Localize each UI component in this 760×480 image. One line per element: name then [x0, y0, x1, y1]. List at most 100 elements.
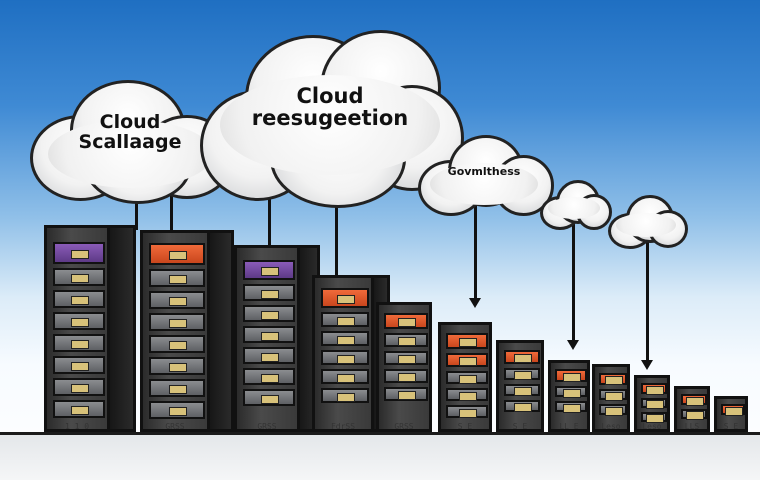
- filing-cabinet: 1 1 0: [44, 225, 110, 432]
- drawer-handle: [605, 391, 623, 401]
- cloud-small: Govmlthess: [418, 135, 554, 216]
- connector-line: [335, 195, 338, 275]
- drawer-handle: [71, 362, 89, 371]
- connector-line: [170, 190, 173, 230]
- drawer: [321, 288, 369, 308]
- drawer-handle: [686, 411, 704, 420]
- drawer-handle: [459, 408, 477, 418]
- drawer: [243, 368, 295, 385]
- drawer-handle: [261, 267, 279, 276]
- drawer-handle: [71, 274, 89, 283]
- drawer-handle: [725, 406, 743, 416]
- drawer-handle: [459, 338, 477, 347]
- cloud-resource: Cloud reesugeetion: [200, 30, 464, 208]
- filing-cabinet: LLS: [674, 386, 710, 432]
- cabinet-label: 1 1 0: [64, 422, 90, 431]
- drawer: [555, 401, 587, 413]
- drawer: [149, 269, 205, 287]
- filing-cabinet: Leso: [592, 364, 630, 432]
- drawer-handle: [261, 373, 279, 383]
- cabinet-label: LL E: [559, 422, 579, 431]
- connector-line: [646, 238, 649, 360]
- drawer: [321, 350, 369, 365]
- drawer-handle: [398, 337, 416, 346]
- drawer: [446, 333, 488, 349]
- drawer: [149, 357, 205, 375]
- drawer: [384, 351, 428, 365]
- drawer-handle: [169, 385, 187, 394]
- drawer: [641, 383, 667, 395]
- drawer: [321, 388, 369, 403]
- arrow-down-icon: [469, 298, 481, 308]
- filing-cabinet: Leso: [634, 375, 670, 432]
- cabinet-label: GRSS: [165, 422, 185, 431]
- drawer: [53, 242, 105, 264]
- drawer: [53, 378, 105, 396]
- cabinet-label: Leso: [642, 422, 662, 431]
- cabinet-label: Leso: [601, 422, 621, 431]
- drawer-handle: [398, 391, 416, 400]
- drawer-handle: [605, 376, 623, 385]
- drawer: [446, 405, 488, 418]
- drawer-handle: [459, 357, 477, 366]
- drawer-handle: [337, 295, 355, 304]
- drawer-handle: [337, 354, 355, 364]
- filing-cabinet: S E: [438, 322, 492, 432]
- drawer-handle: [563, 403, 581, 413]
- drawer-handle: [71, 318, 89, 327]
- cloud-tiny: [540, 180, 612, 230]
- filing-cabinet: GRSS: [140, 230, 210, 432]
- drawer-handle: [71, 296, 89, 305]
- drawer-handle: [337, 373, 355, 383]
- drawer: [384, 313, 428, 329]
- drawer: [243, 305, 295, 322]
- drawer: [321, 369, 369, 384]
- drawer-handle: [71, 250, 89, 259]
- drawer-handle: [169, 363, 187, 372]
- filing-cabinet: GRSS: [234, 245, 300, 432]
- drawer: [599, 404, 627, 416]
- drawer: [384, 369, 428, 383]
- drawer: [555, 386, 587, 398]
- drawer-handle: [261, 310, 279, 320]
- cabinet-label: S E: [723, 422, 739, 431]
- drawer: [149, 335, 205, 353]
- drawer: [53, 268, 105, 286]
- drawer: [446, 353, 488, 367]
- drawer: [504, 400, 540, 412]
- drawer-handle: [514, 371, 532, 380]
- cloud-tiny: [608, 195, 688, 249]
- drawer-handle: [71, 340, 89, 349]
- drawer: [555, 369, 587, 382]
- drawer-handle: [459, 391, 477, 401]
- drawer: [681, 394, 707, 406]
- drawer-handle: [71, 406, 89, 415]
- drawer: [149, 243, 205, 265]
- drawer: [599, 373, 627, 385]
- connector-line: [474, 200, 477, 298]
- drawer-handle: [398, 355, 416, 364]
- floor: [0, 432, 760, 480]
- drawer: [321, 312, 369, 327]
- drawer: [53, 312, 105, 330]
- drawer: [446, 388, 488, 401]
- filing-cabinet: LL E: [548, 360, 590, 432]
- drawer: [681, 409, 707, 420]
- drawer: [243, 347, 295, 364]
- drawer-handle: [169, 275, 187, 284]
- drawer: [149, 291, 205, 309]
- cabinet-side: [208, 230, 234, 432]
- drawer: [53, 290, 105, 308]
- drawer-handle: [169, 297, 187, 306]
- cabinet-label: S E: [457, 422, 473, 431]
- drawer-handle: [686, 396, 704, 406]
- drawer-handle: [337, 335, 355, 345]
- drawer-handle: [563, 372, 581, 382]
- arrow-down-icon: [567, 340, 579, 350]
- drawer-handle: [459, 374, 477, 384]
- drawer-handle: [71, 384, 89, 393]
- drawer-handle: [261, 394, 279, 404]
- drawer: [384, 387, 428, 401]
- drawer-handle: [169, 319, 187, 328]
